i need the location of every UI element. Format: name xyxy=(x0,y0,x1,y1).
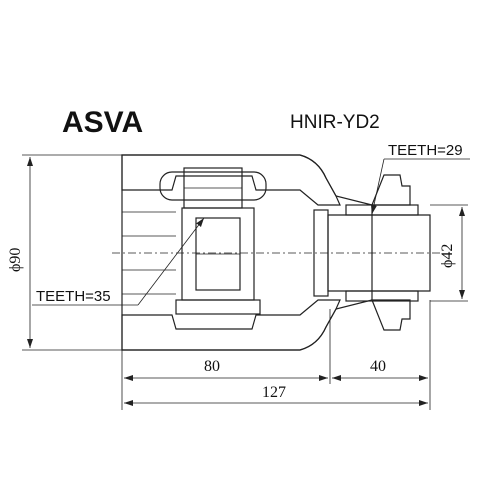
roller-lower xyxy=(175,299,261,315)
label-teeth-29: TEETH=29 xyxy=(388,142,463,159)
seal-ring-lower xyxy=(371,299,411,331)
housing-lower-section xyxy=(121,299,341,351)
leader-teeth-29 xyxy=(370,158,385,215)
housing-upper-section xyxy=(121,154,341,206)
brand-logo: ASVA xyxy=(62,106,143,139)
leader-teeth-35 xyxy=(137,217,205,306)
dim-outer-diameter: ϕ90 xyxy=(7,248,24,272)
stem-spline-lower xyxy=(345,290,419,302)
dim-shaft-diameter: ϕ42 xyxy=(439,244,456,268)
dim-total-length: 127 xyxy=(262,384,286,401)
stem-spline-upper xyxy=(345,204,419,216)
seal-ring-upper xyxy=(371,174,411,206)
dim-stem-length: 40 xyxy=(370,358,386,375)
dim-body-length: 80 xyxy=(204,358,220,375)
label-teeth-35: TEETH=35 xyxy=(36,288,111,305)
roller-upper xyxy=(159,171,267,201)
part-number: HNIR-YD2 xyxy=(290,112,380,133)
